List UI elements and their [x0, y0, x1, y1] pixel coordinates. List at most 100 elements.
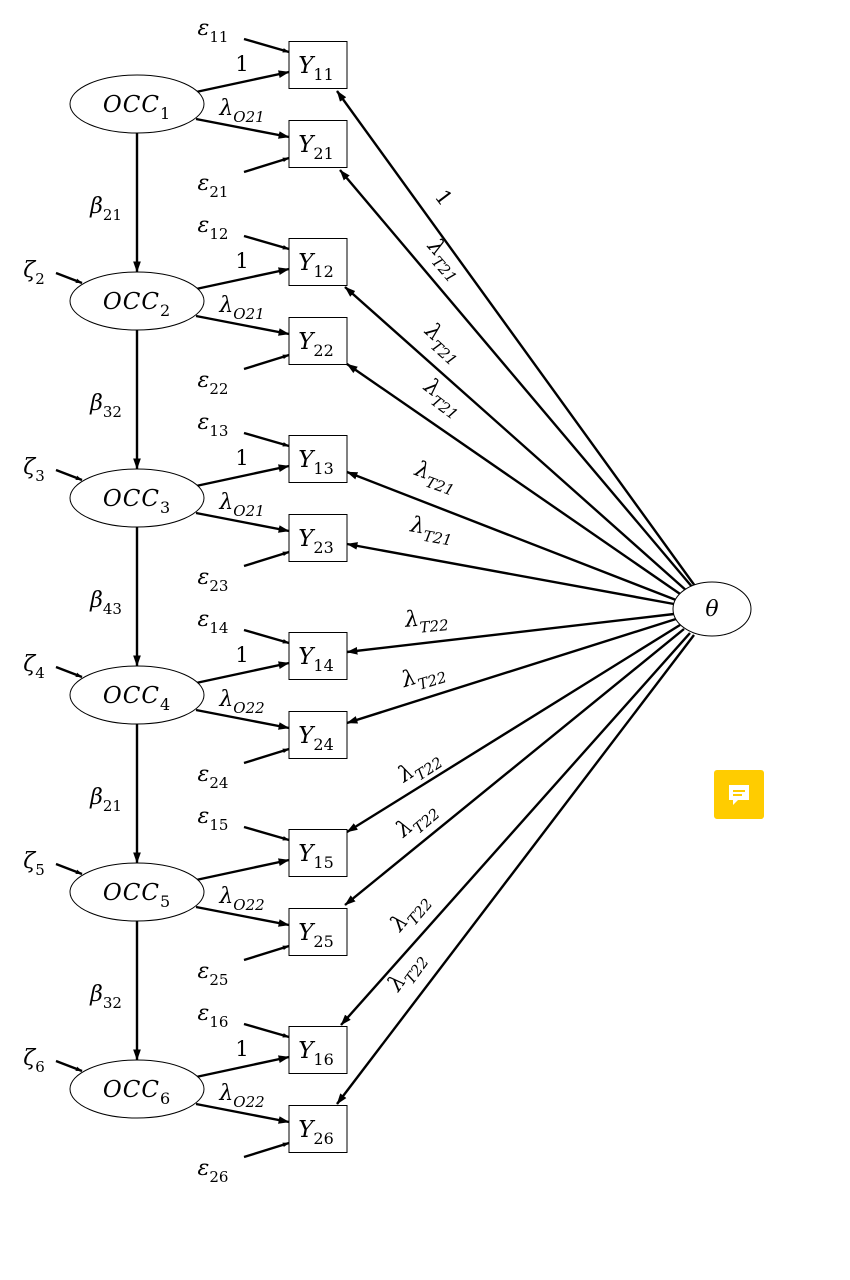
trait-loading-label: λT21: [407, 512, 456, 549]
comment-button[interactable]: [714, 770, 764, 819]
trait-loading-path: [336, 634, 695, 1105]
error-label: ε13: [198, 410, 229, 440]
occasion-label: OCC6: [103, 1077, 171, 1108]
beta-label: β21: [89, 194, 122, 224]
error-label: ε14: [198, 607, 229, 637]
occasion-node: [69, 271, 205, 331]
error-path: [243, 234, 290, 251]
indicator-label: Y14: [298, 644, 334, 675]
loading-label: λO22: [218, 884, 264, 914]
error-label: ε11: [198, 16, 229, 46]
error-label: ε16: [198, 1001, 229, 1031]
trait-loading-label: λT21: [416, 318, 469, 370]
trait-loading-path: [346, 363, 684, 597]
disturbance-path: [55, 1059, 83, 1073]
trait-loading-path: [344, 628, 685, 906]
occasion-loading-path: [195, 267, 290, 291]
occasion-loading-path: [195, 1055, 290, 1079]
indicator-box: [288, 1026, 348, 1074]
occasion-loading-path: [195, 464, 290, 488]
loading-label: λO22: [218, 687, 264, 717]
trait-loading-label: λT22: [382, 946, 432, 999]
disturbance-path: [55, 665, 83, 679]
trait-loading-path: [340, 632, 691, 1026]
comment-icon: [729, 784, 749, 805]
occasion-loading-path: [195, 117, 290, 139]
indicator-label: Y11: [298, 53, 334, 84]
trait-loading-label: 1: [430, 185, 457, 210]
indicator-box: [288, 41, 348, 89]
indicator-label: Y15: [298, 841, 334, 872]
loading-label: λO21: [218, 490, 264, 520]
error-path: [243, 37, 290, 54]
indicator-box: [288, 1105, 348, 1153]
error-label: ε25: [198, 959, 229, 989]
trait-loading-path: [344, 286, 689, 593]
trait-label: θ: [705, 597, 718, 622]
trait-loading-path: [346, 542, 675, 606]
error-label: ε23: [198, 565, 229, 595]
loading-label: λO21: [218, 293, 264, 323]
disturbance-path: [55, 862, 83, 876]
loading-label: λO21: [218, 96, 264, 126]
indicator-label: Y23: [298, 526, 334, 557]
beta-label: β32: [89, 391, 122, 421]
occasion-label: OCC3: [103, 486, 171, 517]
occasion-loading-path: [195, 314, 290, 336]
trait-loading-path: [346, 623, 681, 834]
occasion-loading-path: [195, 511, 290, 533]
error-path: [243, 747, 290, 765]
occasion-label: OCC2: [103, 289, 171, 320]
loading-label: 1: [235, 1037, 248, 1061]
loading-label: λO22: [218, 1081, 264, 1111]
indicator-box: [288, 514, 348, 562]
error-path: [243, 628, 290, 645]
trait-loading-path: [336, 90, 696, 587]
trait-loading-path: [346, 612, 675, 655]
error-label: ε21: [198, 171, 229, 201]
indicator-box: [288, 632, 348, 680]
indicator-box: [288, 317, 348, 365]
indicator-label: Y24: [298, 723, 334, 754]
occasion-loading-path: [195, 905, 290, 927]
error-path: [243, 1141, 290, 1159]
indicator-label: Y13: [298, 447, 334, 478]
trait-loading-label: λT22: [393, 743, 446, 792]
loading-label: 1: [235, 249, 248, 273]
beta-label: β43: [89, 588, 122, 618]
error-label: ε22: [198, 368, 229, 398]
error-label: ε12: [198, 213, 229, 243]
trait-loading-path: [346, 617, 677, 725]
occasion-node: [69, 468, 205, 528]
disturbance-label: ζ3: [23, 455, 44, 485]
occasion-label: OCC4: [103, 683, 171, 714]
indicator-box: [288, 908, 348, 956]
error-path: [243, 1022, 290, 1039]
error-path: [243, 156, 290, 174]
disturbance-path: [55, 271, 83, 285]
trait-loading-path: [346, 470, 677, 602]
loading-label: 1: [235, 643, 248, 667]
indicator-label: Y25: [298, 920, 334, 951]
disturbance-label: ζ5: [23, 849, 44, 879]
trait-loading-label: λT22: [398, 657, 449, 699]
disturbance-label: ζ4: [23, 652, 44, 682]
occasion-node: [69, 74, 205, 134]
indicator-label: Y12: [298, 250, 334, 281]
occasion-loading-path: [195, 858, 290, 882]
disturbance-path: [55, 468, 83, 482]
trait-loading-label: λT21: [418, 234, 470, 287]
error-path: [243, 550, 290, 568]
indicator-label: Y26: [298, 1117, 334, 1148]
occasion-node: [69, 665, 205, 725]
error-path: [243, 825, 290, 842]
indicator-box: [288, 120, 348, 168]
occasion-loading-path: [195, 70, 290, 94]
indicator-box: [288, 238, 348, 286]
trait-loading-label: λT22: [403, 604, 449, 638]
occasion-loading-path: [195, 1102, 290, 1124]
loading-label: 1: [235, 52, 248, 76]
indicator-label: Y22: [298, 329, 334, 360]
trait-loading-label: λT22: [391, 796, 444, 847]
beta-label: β21: [89, 785, 122, 815]
